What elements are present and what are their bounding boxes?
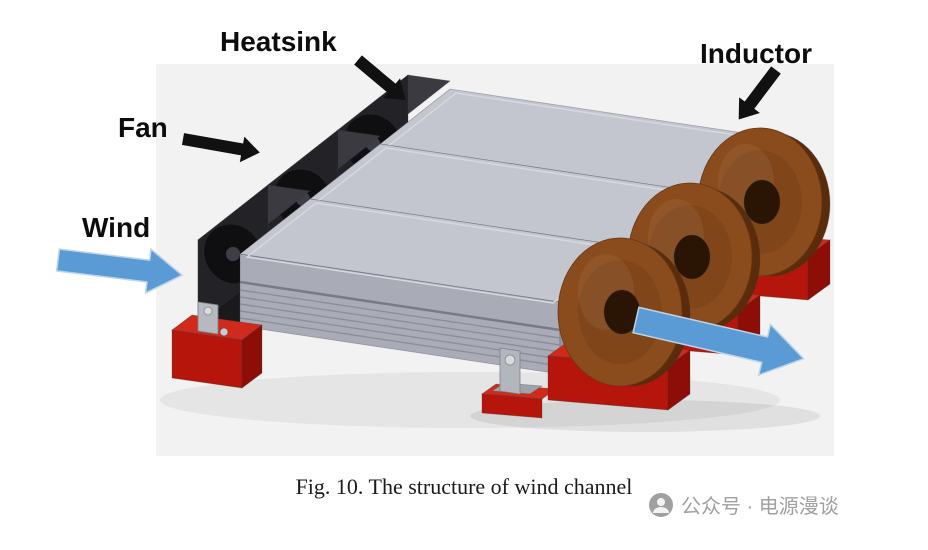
watermark: 公众号 · 电源漫谈: [648, 490, 839, 519]
assembly: [160, 73, 832, 432]
watermark-logo-icon: [649, 492, 673, 517]
inductor-pointer-arrow: [738, 66, 781, 120]
wind-out-arrow: [632, 306, 805, 377]
fan-pointer-arrow: [181, 133, 260, 163]
figure-caption: Fig. 10. The structure of wind channel: [295, 474, 633, 499]
inductor-label: Inductor: [700, 38, 812, 69]
wind-in-arrow: [55, 247, 184, 295]
heatsink-pointer-arrow: [354, 55, 406, 100]
heatsink-label: Heatsink: [220, 26, 337, 57]
watermark-text: 公众号 · 电源漫谈: [681, 496, 839, 518]
ground-shadow: [470, 400, 820, 432]
wind-label: Wind: [82, 212, 151, 243]
fan-label: Fan: [118, 112, 168, 143]
